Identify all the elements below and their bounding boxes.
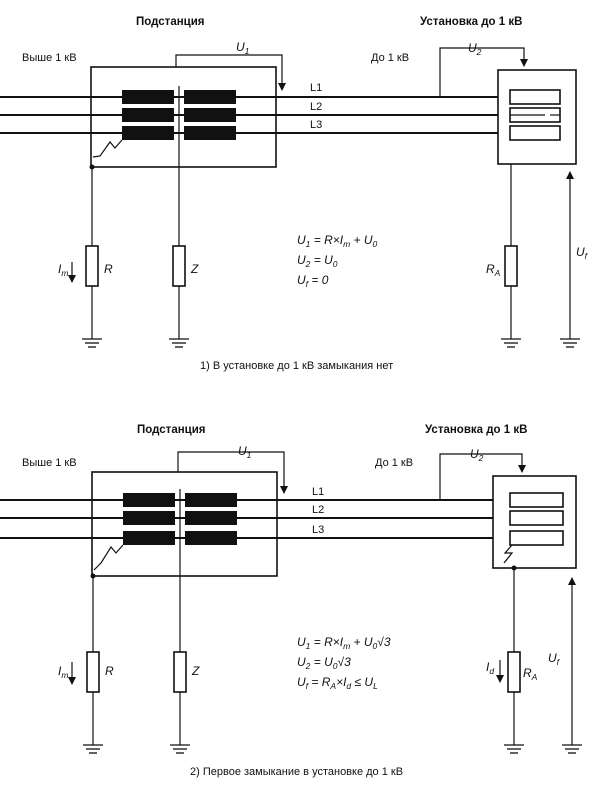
below-1kv-label: До 1 кВ	[375, 457, 413, 469]
installation-busbar-1	[509, 89, 561, 105]
substation-title: Подстанция	[136, 16, 205, 28]
line-label-l3: L3	[312, 524, 324, 536]
u1-measurement: U1	[175, 40, 286, 91]
svg-text:Uf = RA×Id ≤ UL: Uf = RA×Id ≤ UL	[297, 675, 378, 691]
svg-text:U1 = R×Im + U0√3: U1 = R×Im + U0√3	[297, 635, 391, 651]
diagram-1: Подстанция Установка до 1 кВ Выше 1 кВ Д…	[0, 16, 589, 372]
formulas-1: U1 = R×Im + U0 U2 = U0 Uf = 0	[297, 233, 378, 289]
impedance-label-z: Z	[190, 262, 199, 276]
ground-icon-uf	[560, 338, 580, 348]
installation-busbar-2	[509, 510, 564, 526]
substation-box	[90, 66, 277, 168]
caption-2: 2) Первое замыкание в установке до 1 кВ	[190, 766, 403, 778]
resistor-r	[85, 245, 99, 287]
current-label-im: Im	[58, 262, 68, 278]
line-label-l3: L3	[310, 119, 322, 131]
substation-title: Подстанция	[137, 424, 206, 436]
impedance-label-z: Z	[191, 664, 200, 678]
uf-label: Uf	[548, 651, 561, 667]
installation-busbar-3	[509, 530, 564, 546]
fault-zigzag-substation	[92, 139, 123, 158]
ground-icon-r	[83, 744, 103, 754]
resistor-ra	[507, 651, 521, 693]
impedance-z	[173, 651, 187, 693]
line-label-l2: L2	[312, 504, 324, 516]
ground-icon-ra	[504, 744, 524, 754]
caption-1: 1) В установке до 1 кВ замыкания нет	[200, 360, 393, 372]
svg-text:Uf = 0: Uf = 0	[297, 273, 329, 289]
svg-text:U1: U1	[236, 40, 250, 56]
svg-text:U2: U2	[470, 447, 484, 463]
u2-measurement: U2	[439, 447, 526, 500]
svg-text:U2: U2	[468, 41, 482, 57]
resistor-label-r: R	[104, 262, 113, 276]
below-1kv-label: До 1 кВ	[371, 52, 409, 64]
above-1kv-label: Выше 1 кВ	[22, 457, 77, 469]
ground-icon-z	[170, 744, 190, 754]
formulas-2: U1 = R×Im + U0√3 U2 = U0√3 Uf = RA×Id ≤ …	[297, 635, 391, 691]
u2-measurement: U2	[439, 41, 528, 97]
ground-icon-r	[82, 338, 102, 348]
ground-icon-ra	[501, 338, 521, 348]
resistor-label-ra: RA	[486, 262, 501, 278]
above-1kv-label: Выше 1 кВ	[22, 52, 77, 64]
ground-icon-uf	[562, 744, 582, 754]
svg-text:U1 = R×Im + U0: U1 = R×Im + U0	[297, 233, 378, 249]
u1-measurement: U1	[177, 444, 288, 494]
uf-label: Uf	[576, 245, 589, 261]
resistor-label-ra: RA	[523, 666, 538, 682]
fault-zigzag-substation	[93, 544, 124, 571]
svg-text:U2 = U0: U2 = U0	[297, 253, 338, 269]
resistor-label-r: R	[105, 664, 114, 678]
substation-box	[91, 471, 278, 577]
transformer	[123, 489, 237, 550]
resistor-r	[86, 651, 100, 693]
current-label-im: Im	[58, 664, 68, 680]
line-label-l2: L2	[310, 101, 322, 113]
installation-busbar-1	[509, 492, 564, 508]
ground-icon-z	[169, 338, 189, 348]
line-label-l1: L1	[310, 82, 322, 94]
fault-zigzag-installation	[503, 544, 514, 564]
installation-title: Установка до 1 кВ	[420, 16, 522, 28]
line-label-l1: L1	[312, 486, 324, 498]
resistor-ra	[504, 245, 518, 287]
installation-title: Установка до 1 кВ	[425, 424, 527, 436]
svg-text:U1: U1	[238, 444, 252, 460]
current-label-id: Id	[486, 660, 494, 676]
installation-busbar-3	[509, 125, 561, 141]
svg-text:U2 = U0√3: U2 = U0√3	[297, 655, 351, 671]
diagram-2: Подстанция Установка до 1 кВ Выше 1 кВ Д…	[0, 424, 582, 778]
impedance-z	[172, 245, 186, 287]
transformer	[122, 86, 236, 145]
